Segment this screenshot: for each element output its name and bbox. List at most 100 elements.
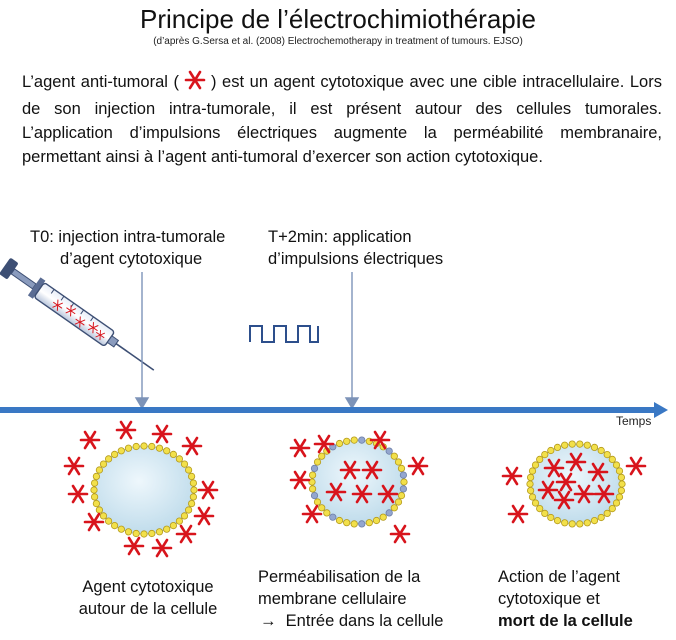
t2-label-line1: T+2min: application	[268, 228, 412, 246]
membrane-bead	[329, 513, 337, 521]
membrane-bead	[99, 460, 108, 468]
membrane-bead	[175, 455, 183, 463]
membrane-bead	[350, 436, 358, 444]
membrane-bead	[90, 486, 98, 494]
membrane-bead	[568, 520, 576, 528]
stage-3-caption-line1: Action de l’agent	[498, 568, 621, 586]
membrane-bead	[343, 437, 351, 445]
membrane-bead	[117, 525, 125, 533]
membrane-bead	[350, 520, 358, 528]
membrane-permeabilised	[308, 436, 408, 528]
membrane-bead	[547, 513, 555, 522]
membrane-bead	[169, 521, 177, 530]
membrane-bead	[597, 513, 605, 522]
membrane-bead	[590, 443, 599, 451]
membrane-bead	[140, 530, 148, 538]
source-citation: (d’après G.Sersa et al. (2008) Electroch…	[153, 36, 523, 47]
membrane-bead	[612, 499, 621, 507]
membrane-bead	[99, 512, 108, 520]
membrane-bead	[91, 493, 99, 501]
membrane-bead	[397, 491, 406, 500]
membrane-bead	[111, 450, 119, 458]
membrane-bead	[576, 440, 584, 448]
intro-text-before: L’agent anti-tumoral (	[22, 73, 179, 91]
membrane-bead	[124, 528, 133, 536]
membrane-bead	[553, 443, 562, 451]
membrane-bead	[358, 520, 366, 528]
membrane-bead	[92, 472, 101, 480]
membrane-bead	[576, 520, 584, 528]
membrane-bead	[541, 509, 549, 518]
membrane-bead	[148, 442, 156, 451]
membrane-bead	[568, 440, 576, 448]
membrane-bead	[526, 473, 535, 481]
membrane-bead	[531, 461, 540, 469]
membrane-bead	[105, 455, 113, 463]
membrane-bead	[313, 498, 322, 506]
membrane-bead	[310, 464, 319, 472]
membrane-bead	[180, 460, 189, 468]
membrane-bead	[188, 499, 196, 508]
membrane-bead	[140, 442, 148, 450]
membrane-bead	[547, 446, 555, 455]
membrane-bead	[92, 499, 101, 508]
page-title: Principe de l’électrochimiothérapie	[140, 4, 536, 34]
membrane-bead	[618, 480, 626, 488]
membrane-bead	[155, 528, 164, 536]
membrane-bead	[335, 516, 344, 525]
membrane-bead	[400, 478, 408, 486]
membrane-bead	[531, 499, 540, 507]
t0-label: T0: injection intra-tumorale d’agent cyt…	[30, 226, 280, 270]
membrane-bead	[399, 485, 407, 493]
membrane-bead	[117, 447, 125, 455]
stage-2-caption-line3: → Entrée dans la cellule	[258, 610, 488, 632]
membrane-bead	[590, 516, 599, 525]
membrane-bead	[185, 466, 193, 474]
membrane-bead	[583, 441, 591, 449]
membrane-bead	[313, 458, 322, 466]
membrane-bead	[536, 455, 544, 463]
membrane-resealed	[526, 440, 626, 528]
membrane-bead	[335, 439, 344, 448]
membrane-intact	[90, 442, 198, 538]
time-axis	[0, 402, 668, 418]
membrane-bead	[526, 486, 535, 495]
stage-3-caption-line3: mort de la cellule	[498, 612, 633, 630]
membrane-bead	[343, 519, 351, 527]
stage-2-caption-entry-text: Entrée dans la cellule	[285, 612, 444, 630]
stage-1-caption: Agent cytotoxique autour de la cellule	[58, 576, 238, 620]
membrane-bead	[308, 478, 316, 486]
membrane-bead	[148, 529, 156, 538]
asterisk-agent-icon	[183, 70, 207, 97]
membrane-bead	[536, 504, 544, 513]
membrane-bead	[617, 486, 626, 495]
membrane-bead	[397, 464, 406, 472]
stage-2-caption-line1: Perméabilisation de la	[258, 568, 421, 586]
membrane-bead	[188, 472, 196, 480]
membrane-bead	[394, 498, 403, 506]
membrane-bead	[528, 493, 537, 501]
t0-pointer-arrow	[134, 272, 150, 410]
right-arrow-icon: →	[260, 612, 277, 630]
stage-1-caption-line2: autour de la cellule	[78, 600, 218, 618]
membrane-bead	[603, 509, 611, 518]
membrane-bead	[385, 509, 393, 517]
syringe-icon	[0, 258, 155, 371]
t2-label: T+2min: application d’impulsions électri…	[268, 226, 498, 270]
membrane-bead	[615, 467, 624, 475]
cell-stage-3	[501, 440, 647, 528]
membrane-bead	[541, 450, 549, 459]
membrane-bead	[615, 493, 624, 501]
membrane-bead	[124, 444, 133, 452]
time-axis-label: Temps	[616, 414, 652, 428]
membrane-bead	[91, 479, 99, 487]
membrane-bead	[185, 506, 193, 514]
membrane-bead	[308, 471, 317, 479]
membrane-bead	[528, 467, 537, 475]
stage-1-caption-line1: Agent cytotoxique	[82, 578, 214, 596]
membrane-bead	[163, 525, 171, 533]
membrane-bead	[608, 504, 616, 513]
membrane-bead	[612, 461, 621, 469]
membrane-bead	[372, 516, 381, 525]
